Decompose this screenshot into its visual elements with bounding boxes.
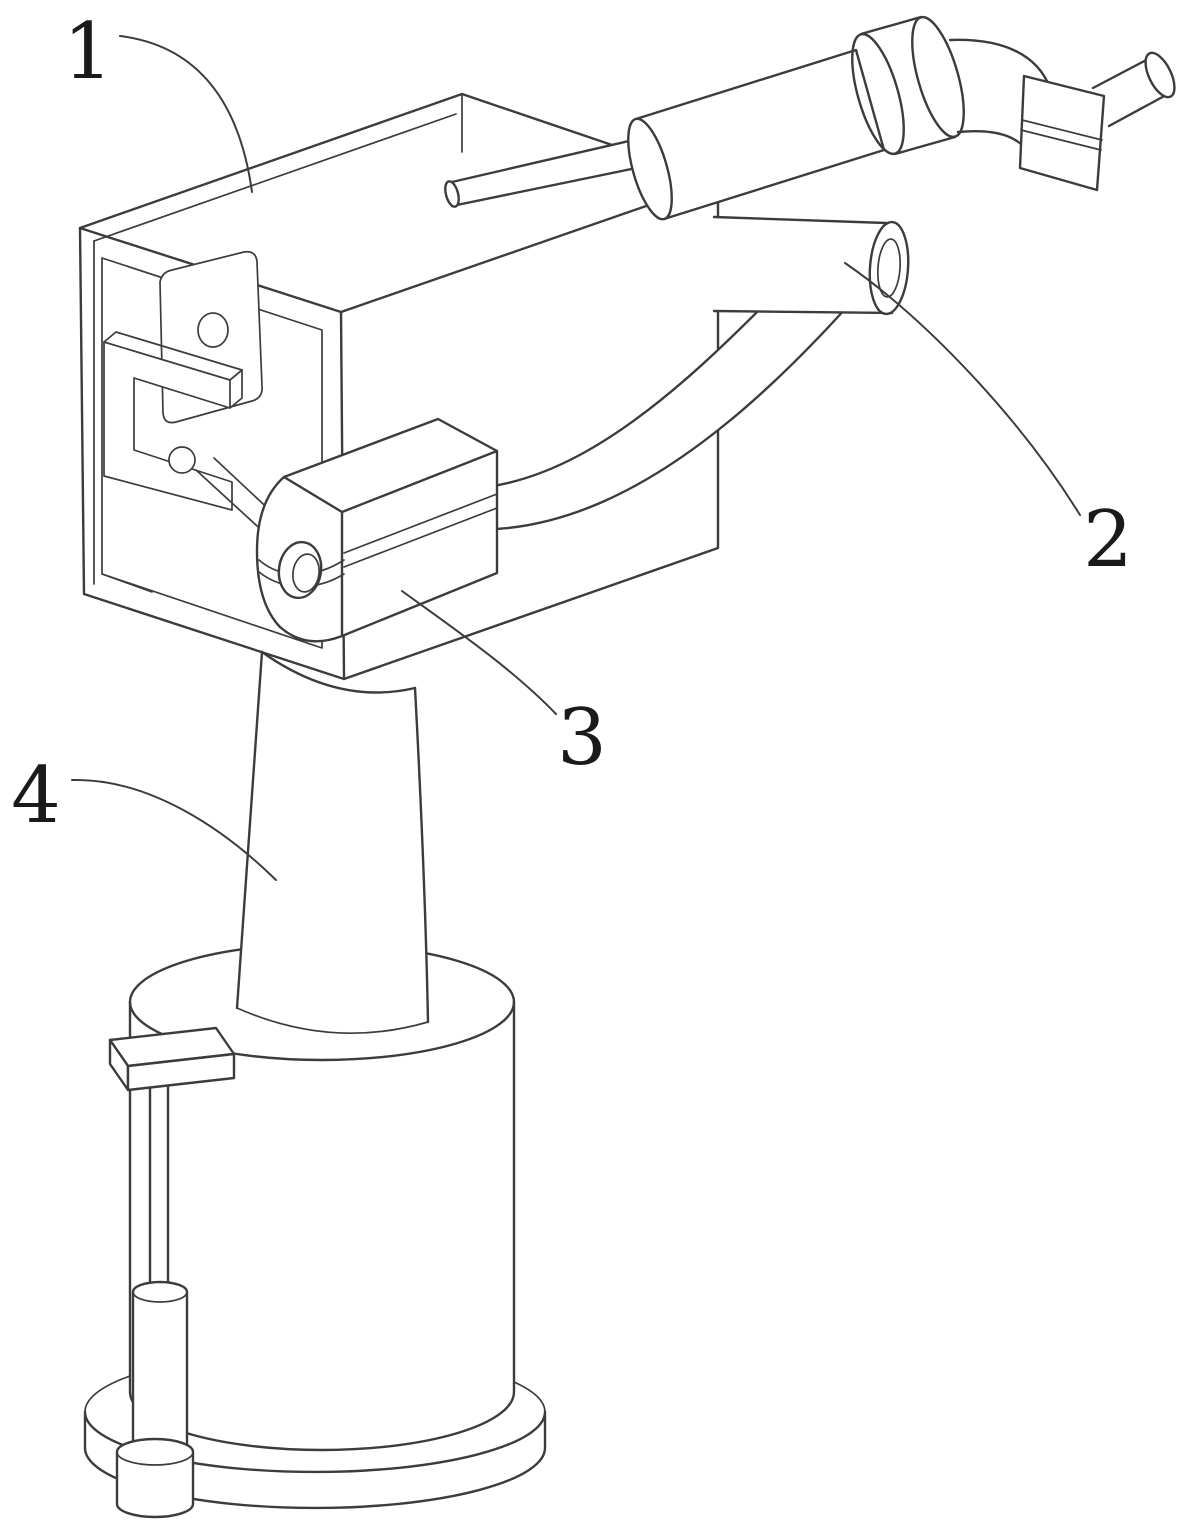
tube-sleeve-bottom bbox=[712, 309, 894, 315]
elbow-top bbox=[948, 38, 1052, 90]
flange-back-rim-right bbox=[513, 1381, 546, 1413]
column-right-edge bbox=[413, 686, 430, 1024]
flange-back-rim-left bbox=[84, 1375, 131, 1413]
split-collar-seam-a bbox=[1021, 119, 1103, 141]
clamp-slot-lower bbox=[343, 507, 498, 568]
split-collar bbox=[1018, 74, 1106, 192]
stub-bottom bbox=[1107, 92, 1170, 128]
base-top-front-rim bbox=[128, 1000, 516, 1062]
leader-line-3 bbox=[401, 590, 557, 715]
column-left-edge bbox=[235, 650, 264, 1010]
stub-end-cap bbox=[1144, 51, 1176, 99]
box-rim-inner-top bbox=[93, 113, 457, 242]
pivot-plate-hole bbox=[197, 312, 229, 348]
column-bottom-rim bbox=[236, 1007, 429, 1035]
piston-leg-assembly bbox=[108, 1026, 236, 1519]
part-label-2: 2 bbox=[1083, 495, 1133, 585]
c-bracket bbox=[103, 341, 233, 511]
clamp-slot-upper bbox=[343, 493, 498, 554]
c-bracket-depth-arm bbox=[229, 369, 243, 409]
leg-rod-fill bbox=[150, 1040, 168, 1292]
box-inner-floor-edge bbox=[101, 573, 153, 593]
tube-sleeve-end-cap bbox=[868, 220, 910, 316]
thin-rod-top bbox=[450, 136, 644, 184]
stub-top bbox=[1091, 55, 1154, 90]
column-fill bbox=[237, 652, 428, 1034]
column-top-rim bbox=[260, 650, 417, 694]
clamp-bore-inner bbox=[292, 553, 320, 593]
part-label-1: 1 bbox=[63, 7, 113, 97]
leader-line-2 bbox=[844, 262, 1081, 516]
collar-band-top bbox=[859, 15, 923, 36]
top-arm-assembly bbox=[444, 15, 1176, 221]
collar-band-fill bbox=[861, 17, 955, 154]
collar-ring-left bbox=[851, 32, 905, 156]
thin-rod-bottom bbox=[450, 164, 648, 208]
part-label-3: 3 bbox=[557, 693, 607, 783]
leader-line-4 bbox=[71, 778, 277, 881]
foot-block bbox=[115, 1437, 195, 1519]
pivot-pin bbox=[168, 446, 196, 474]
collar-ring-right bbox=[911, 15, 965, 139]
support-column bbox=[235, 650, 430, 1035]
main-cylinder-cap bbox=[627, 117, 673, 221]
inner-bracket-mechanism bbox=[103, 250, 309, 559]
collar-band-bottom bbox=[893, 135, 957, 156]
tube-sleeve-end-inner bbox=[876, 238, 902, 298]
leader-line-1 bbox=[119, 35, 253, 193]
main-cylinder-body bbox=[634, 48, 886, 221]
tube-sleeve-top bbox=[712, 215, 888, 225]
callouts: 1 2 3 4 bbox=[11, 7, 1133, 881]
foot-top-cap bbox=[116, 1438, 194, 1466]
ledge-front-right bbox=[126, 1052, 236, 1092]
thin-rod-fill bbox=[452, 138, 646, 206]
thin-rod-cap bbox=[444, 180, 460, 208]
split-collar-seam-b bbox=[1020, 129, 1102, 151]
clamp-top-back-edge bbox=[340, 449, 499, 514]
tube-sleeve-fill bbox=[714, 217, 909, 313]
clamp-block bbox=[255, 417, 499, 643]
clamp-top-front-edge bbox=[282, 475, 344, 514]
piston-top-cap bbox=[132, 1281, 188, 1303]
clamp-bore bbox=[277, 540, 323, 600]
part-label-4: 4 bbox=[11, 751, 61, 841]
piston-cylinder bbox=[131, 1280, 189, 1460]
